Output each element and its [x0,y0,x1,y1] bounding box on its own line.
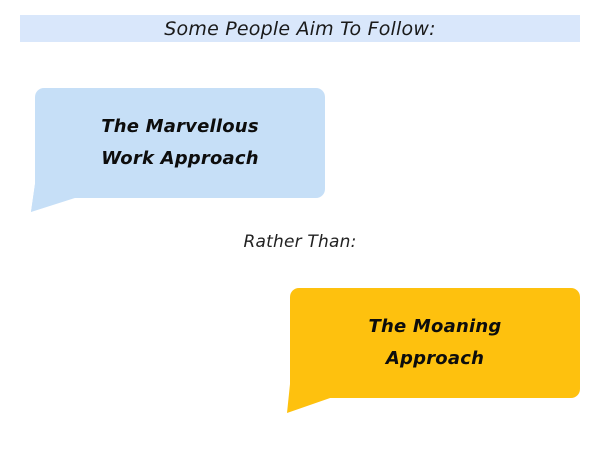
bubble-text-line: Approach [385,348,485,369]
title-bar: Some People Aim To Follow: [20,15,580,42]
speech-bubble-marvellous-work: The Marvellous Work Approach [35,88,325,198]
speech-bubble-tail-marvellous [31,184,78,212]
bubble-text-line: The Moaning [368,316,502,337]
page-title: Some People Aim To Follow: [164,17,436,40]
bubble-text-line: Work Approach [101,148,259,169]
divider-label: Rather Than: [243,232,357,252]
speech-bubble-tail-moaning [287,384,333,413]
bubble-text-line: The Marvellous [101,116,259,137]
speech-bubble-moaning: The Moaning Approach [290,288,580,398]
